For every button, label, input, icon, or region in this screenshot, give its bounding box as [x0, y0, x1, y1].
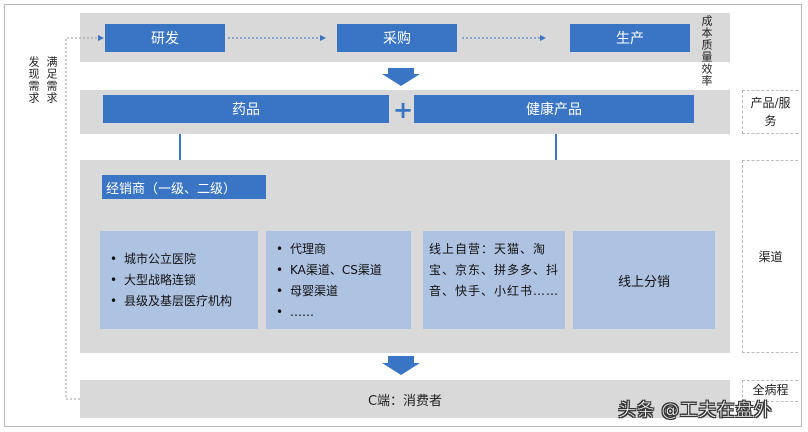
- left-label-discover: 发现需求: [27, 56, 40, 104]
- agents-list: 代理商 KA渠道、CS渠道 母婴渠道 ……: [266, 239, 411, 323]
- side-label-channel: 渠道: [742, 160, 798, 353]
- side-label-lifecycle: 全病程: [742, 380, 798, 402]
- channel-box-hospital: 城市公立医院 大型战略连锁 县级及基层医疗机构: [100, 231, 258, 329]
- online-self-text: 线上自营：天猫、淘宝、京东、拼多多、抖音、快手、小红书……: [429, 242, 560, 298]
- row4-band: [80, 380, 730, 418]
- down-arrow-2: [382, 356, 420, 375]
- down-arrow-1: [382, 68, 420, 86]
- left-label: 发现需求 满足需求: [26, 56, 60, 104]
- watermark: 头条 @工夫在盘外: [618, 400, 773, 421]
- left-label-satisfy: 满足需求: [45, 56, 58, 104]
- node-procurement: 采购: [337, 24, 457, 52]
- list-item: 大型战略连锁: [108, 270, 258, 291]
- channel-box-online-distribution: 线上分销: [573, 231, 715, 329]
- plus-sign: +: [393, 96, 414, 124]
- list-item: 母婴渠道: [274, 281, 411, 302]
- side-label-product: 产品/服务: [742, 90, 798, 134]
- channel-box-agents: 代理商 KA渠道、CS渠道 母婴渠道 ……: [266, 231, 411, 329]
- online-distribution-label: 线上分销: [617, 274, 670, 290]
- channel-box-online-self: 线上自营：天猫、淘宝、京东、拼多多、抖音、快手、小红书……: [423, 231, 565, 329]
- node-rnd: 研发: [105, 24, 225, 52]
- consumer-label: C端：消费者: [367, 393, 443, 409]
- figure-frame: [4, 4, 802, 427]
- hospital-list: 城市公立医院 大型战略连锁 县级及基层医疗机构: [100, 249, 258, 312]
- list-item: 县级及基层医疗机构: [108, 291, 258, 312]
- list-item: 城市公立医院: [108, 249, 258, 270]
- node-distributor: 经销商（一级、二级）: [102, 175, 266, 199]
- node-production: 生产: [570, 24, 690, 52]
- node-drugs: 药品: [103, 95, 389, 123]
- row1-right-label: 成本质量效率: [700, 15, 713, 87]
- node-health-products: 健康产品: [414, 95, 694, 123]
- list-item: KA渠道、CS渠道: [274, 260, 411, 281]
- list-item: 代理商: [274, 239, 411, 260]
- list-item: ……: [274, 302, 411, 323]
